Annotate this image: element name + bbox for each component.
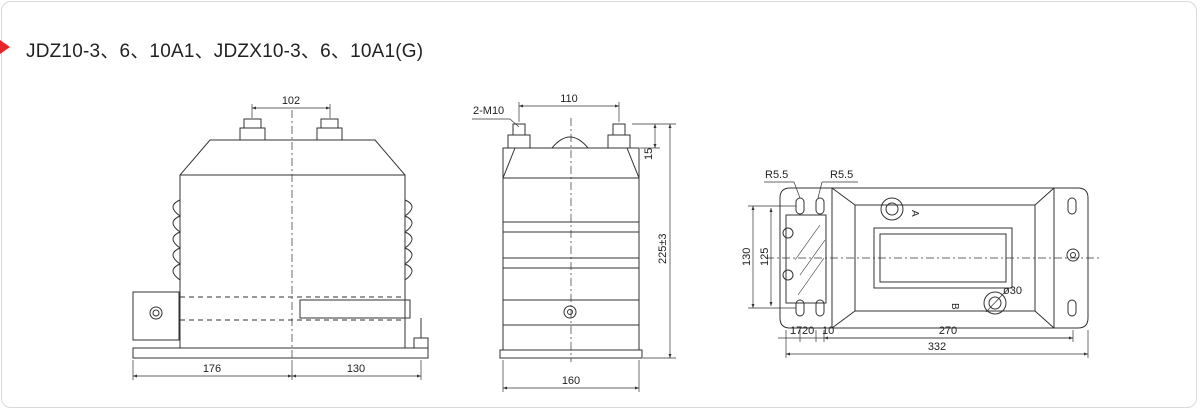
top-slot-tl xyxy=(795,197,805,215)
top-radius-right-diag xyxy=(817,181,823,199)
top-base-plate xyxy=(779,187,1089,329)
side-dim-height: 225±3 xyxy=(657,233,669,264)
front-bolt-left xyxy=(243,118,262,129)
top-dim-height-outer: 130 xyxy=(741,248,753,266)
top-cover-hatch-3 xyxy=(797,257,825,296)
top-hole-leader xyxy=(985,291,1006,313)
top-slot-rb xyxy=(1067,299,1077,317)
front-terminal-left xyxy=(239,127,266,141)
top-slot-rt xyxy=(1067,197,1077,215)
top-terminal-b-label: B xyxy=(949,303,960,310)
top-view: A B ø30 R5.5 R5.5 130 125 17 20 10 xyxy=(741,169,1100,358)
side-bolt-left xyxy=(512,123,526,136)
side-bolt-leader-d xyxy=(509,118,520,128)
front-view: 102 176 130 xyxy=(132,95,429,380)
top-cover-screw-2 xyxy=(782,269,794,281)
top-dim-20: 20 xyxy=(802,325,814,337)
top-dim-height-inner: 125 xyxy=(759,248,771,266)
top-slot-tr xyxy=(815,197,825,215)
side-dim-right-small: 15 xyxy=(643,148,655,160)
top-body-bevel xyxy=(831,187,1055,329)
top-terminal-a-icon xyxy=(885,202,899,216)
front-dim-bottom-left: 176 xyxy=(203,363,221,375)
top-radius-left-diag xyxy=(793,181,801,199)
top-right-hole-core xyxy=(1070,252,1076,258)
side-terminal-right xyxy=(607,134,631,149)
front-terminal-box xyxy=(132,291,180,341)
side-terminal-left xyxy=(507,134,531,149)
front-bolt-right xyxy=(320,118,339,129)
top-slot-bl xyxy=(795,299,805,317)
side-dim-top: 110 xyxy=(560,93,578,105)
top-terminal-a-label: A xyxy=(909,210,920,217)
front-body-outline xyxy=(179,139,406,348)
top-dim-332: 332 xyxy=(928,341,946,353)
front-mount-bar xyxy=(299,299,411,319)
top-slot-br xyxy=(815,299,825,317)
top-radius-right: R5.5 xyxy=(830,169,853,181)
section-marker-icon xyxy=(0,40,10,54)
side-top-dome xyxy=(551,136,589,149)
top-cover-hatch-2 xyxy=(799,239,826,276)
top-cover-plate xyxy=(785,214,827,304)
model-title: JDZ10-3、6、10A1、JDZX10-3、6、10A1(G) xyxy=(26,41,424,62)
top-hole-dia: ø30 xyxy=(1003,285,1022,297)
side-screw-core xyxy=(567,309,573,315)
front-terminal-right xyxy=(316,127,343,141)
side-dim-bottom: 160 xyxy=(562,375,580,387)
front-fins-right xyxy=(403,199,413,281)
top-dim-17: 17 xyxy=(790,325,802,337)
top-cover-screw-1 xyxy=(782,227,794,239)
top-dim-270: 270 xyxy=(939,325,957,337)
front-ground-terminal xyxy=(413,337,429,349)
top-dim-10: 10 xyxy=(822,325,834,337)
front-terminal-screw-core xyxy=(152,309,160,317)
top-cover-hatch-1 xyxy=(794,224,821,261)
top-terminal-b-outer xyxy=(983,291,1007,315)
front-fins-left xyxy=(172,199,182,281)
top-right-hole-icon xyxy=(1066,248,1080,262)
top-terminal-b-icon xyxy=(988,296,1002,310)
front-terminal-screw-icon xyxy=(149,306,163,320)
front-base-plate xyxy=(132,347,429,359)
side-screw-icon xyxy=(563,305,577,319)
top-radius-left: R5.5 xyxy=(765,169,788,181)
front-dim-bottom-right: 130 xyxy=(347,363,365,375)
side-bolt-label: 2-M10 xyxy=(473,105,504,117)
side-top-bevel xyxy=(502,147,640,179)
side-bolt-right xyxy=(612,123,626,136)
top-terminal-a-outer xyxy=(880,197,904,221)
side-view: 2-M10 110 15 225±3 160 xyxy=(472,93,676,392)
front-dim-top: 102 xyxy=(282,95,300,107)
